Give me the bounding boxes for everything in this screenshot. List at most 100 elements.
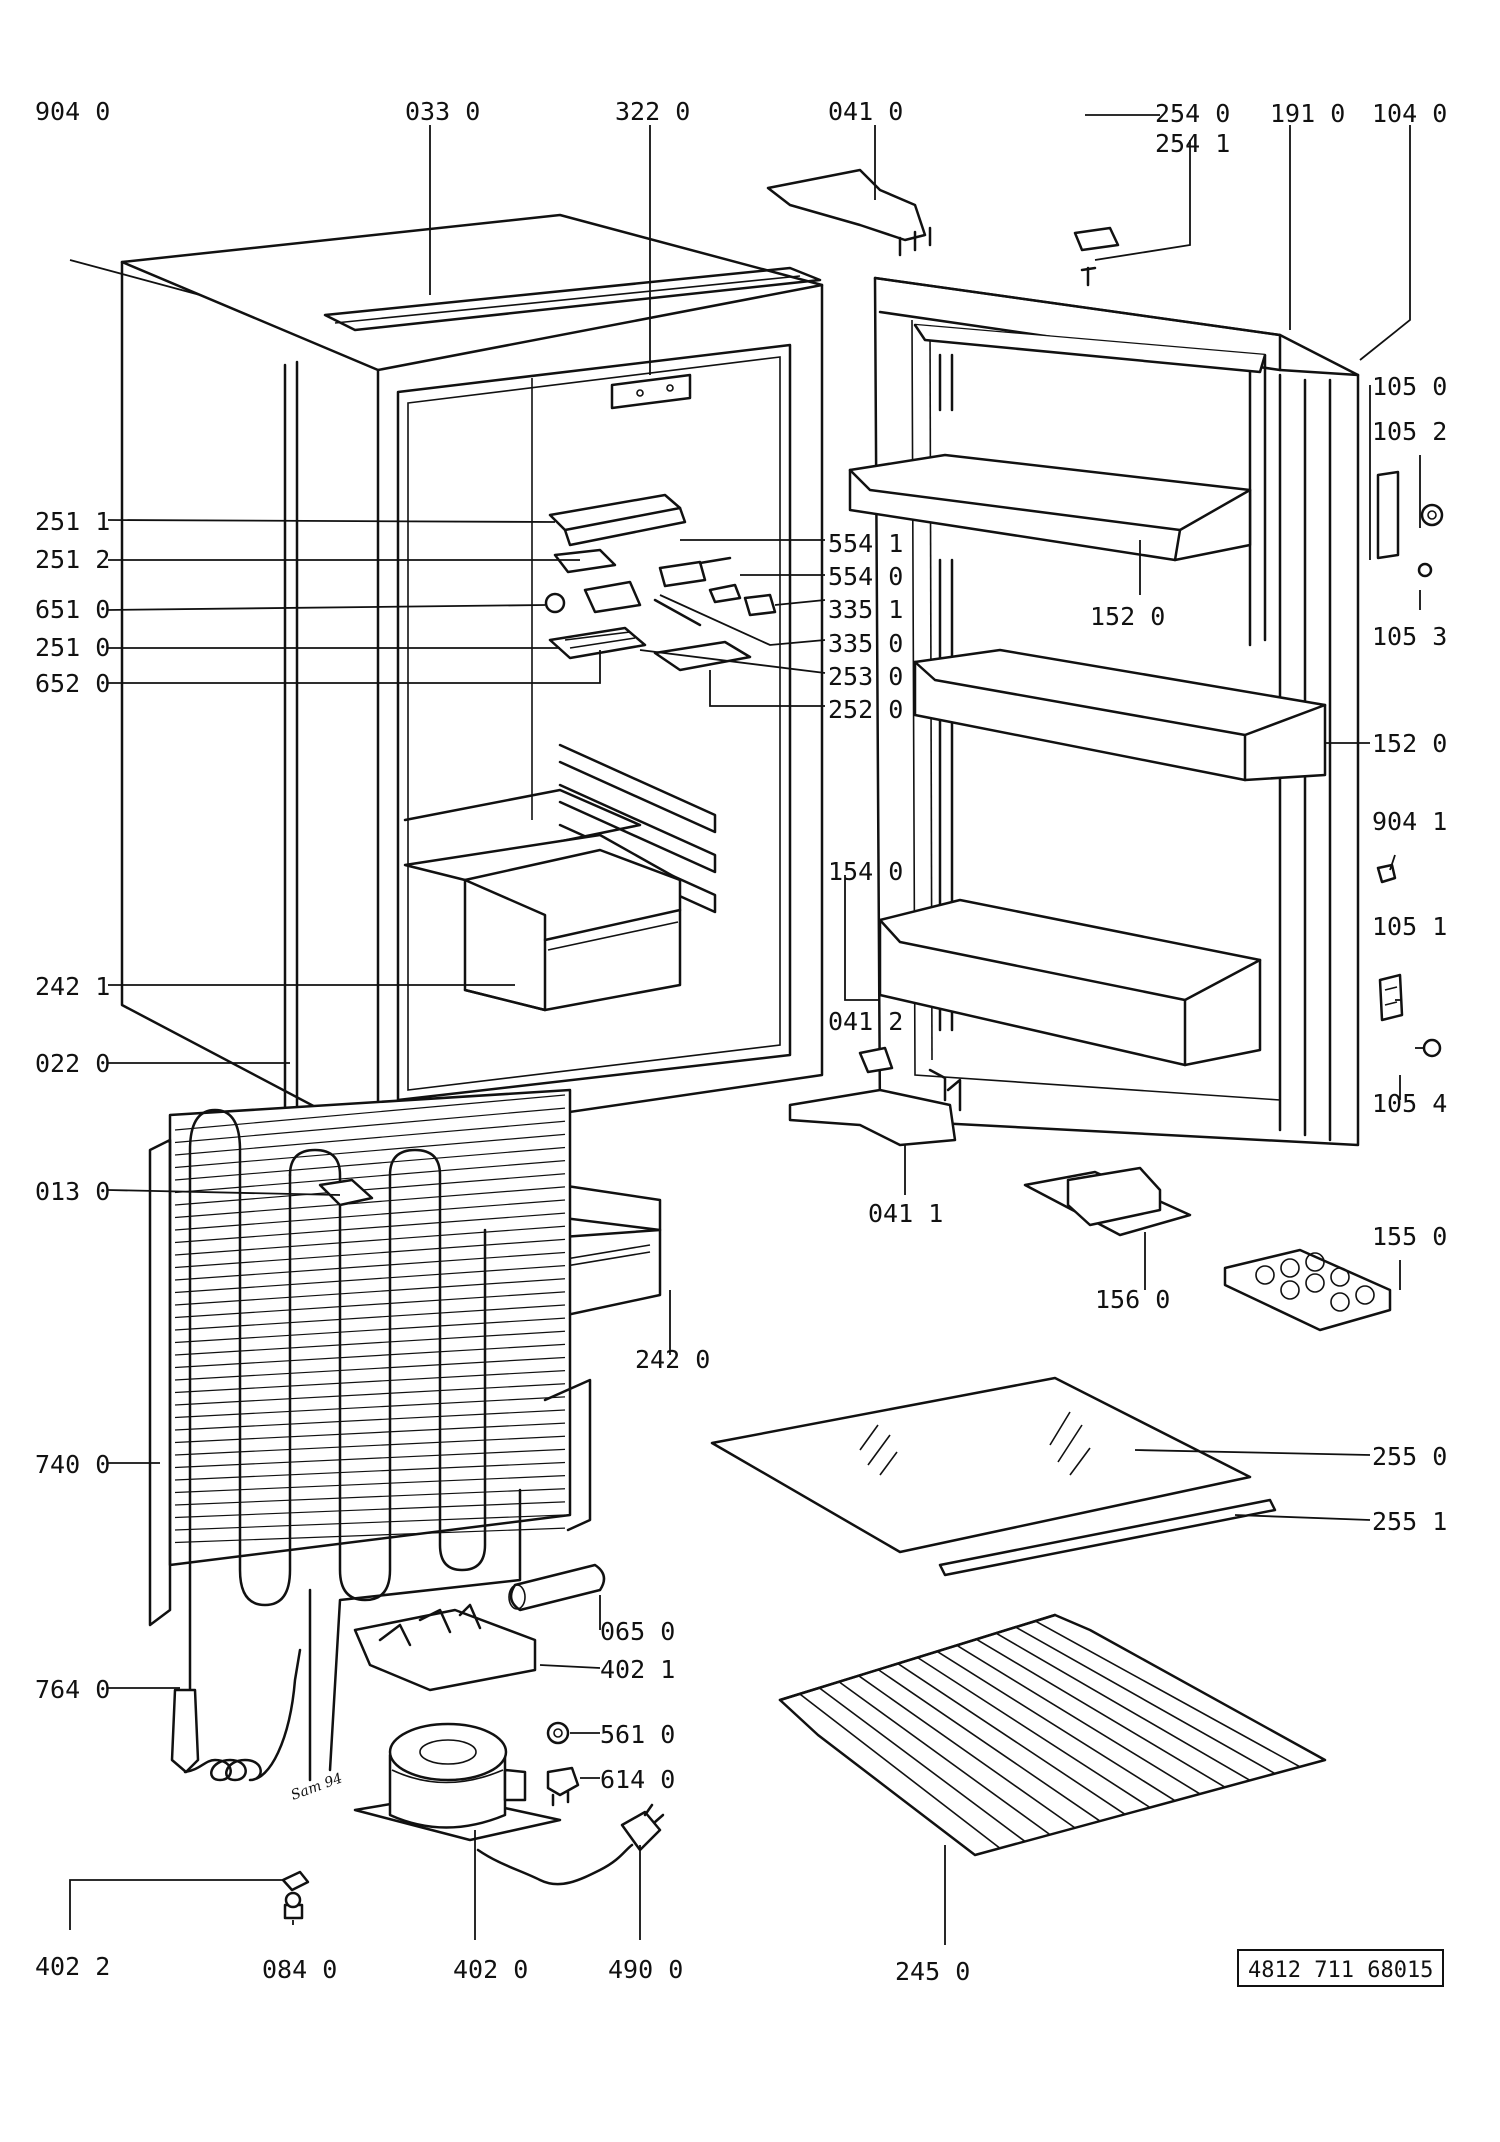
butter-dish [1023, 1166, 1192, 1237]
label-156-0: 156 0 [1095, 1285, 1170, 1314]
handle-254 [1073, 226, 1120, 287]
hinge-041-0 [766, 168, 932, 257]
leader-lines [69, 114, 1425, 1945]
label-084-0: 084 0 [262, 1955, 337, 1984]
label-255-1: 255 1 [1372, 1507, 1447, 1536]
compressor-bracket [353, 1603, 537, 1692]
label-242-1: 242 1 [35, 972, 110, 1001]
part-904-1 [1376, 863, 1397, 884]
side-pipe [283, 360, 299, 1167]
wire-shelf-bar [897, 1662, 1126, 1815]
wire-shelf-bar [1015, 1626, 1276, 1775]
label-065-0: 065 0 [600, 1617, 675, 1646]
label-554-0: 554 0 [828, 562, 903, 591]
label-022-0: 022 0 [35, 1049, 110, 1078]
label-255-0: 255 0 [1372, 1442, 1447, 1471]
label-105-1: 105 1 [1372, 912, 1447, 941]
wire-shelf-bar [995, 1632, 1251, 1782]
label-740-0: 740 0 [35, 1450, 110, 1479]
wire-shelf-bar [818, 1687, 1026, 1843]
label-490-0: 490 0 [608, 1955, 683, 1984]
compressor [353, 1722, 562, 1842]
wire-shelf-bar [838, 1681, 1051, 1836]
relay-614 [546, 1766, 580, 1807]
label-041-2: 041 2 [828, 1007, 903, 1036]
condenser-coil [188, 1108, 522, 1782]
drier-filter [170, 1648, 302, 1782]
power-cord [476, 1803, 665, 1886]
label-041-1: 041 1 [868, 1199, 943, 1228]
small-clip-402-2 [281, 1870, 310, 1892]
label-254-1: 254 1 [1155, 129, 1230, 158]
label-402-2: 402 2 [35, 1952, 110, 1981]
label-033-0: 033 0 [405, 97, 480, 126]
label-104-0: 104 0 [1372, 99, 1447, 128]
label-253-0: 253 0 [828, 662, 903, 691]
label-245-0: 245 0 [895, 1957, 970, 1986]
label-105-0: 105 0 [1372, 372, 1447, 401]
label-561-0: 561 0 [600, 1720, 675, 1749]
label-251-2: 251 2 [35, 545, 110, 574]
hinge-clip-041-2 [858, 1046, 894, 1074]
wire-shelf-bar [917, 1656, 1151, 1809]
label-105-3: 105 3 [1372, 622, 1447, 651]
label-402-0: 402 0 [453, 1955, 528, 1984]
part-105-4 [1422, 1038, 1442, 1058]
glass-shelf [710, 1376, 1252, 1554]
label-614-0: 614 0 [600, 1765, 675, 1794]
signature: Sam 94 [289, 1770, 345, 1803]
mounting-plate [318, 1178, 374, 1207]
handle-bracket-105-2 [1376, 470, 1444, 578]
wire-shelf-bar [1034, 1620, 1301, 1768]
label-154-0: 154 0 [828, 857, 903, 886]
label-041-0: 041 0 [828, 97, 903, 126]
part-labels: 904 0 033 0 322 0 041 0 254 0 254 1 191 … [35, 97, 1447, 1986]
wire-shelf-bar [799, 1693, 1001, 1849]
compressor-tube-065 [508, 1563, 606, 1612]
condenser-grille [148, 1088, 592, 1627]
label-013-0: 013 0 [35, 1177, 110, 1206]
label-652-0: 652 0 [35, 669, 110, 698]
grommet-561 [546, 1721, 570, 1745]
foot-084 [283, 1891, 304, 1920]
label-651-0: 651 0 [35, 595, 110, 624]
condenser-wire [174, 1094, 566, 1131]
label-155-0: 155 0 [1372, 1222, 1447, 1251]
label-191-0: 191 0 [1270, 99, 1345, 128]
label-152-0-upper: 152 0 [1090, 602, 1165, 631]
label-335-1: 335 1 [828, 595, 903, 624]
shelf-strip [938, 1498, 1277, 1577]
label-554-1: 554 1 [828, 529, 903, 558]
wire-shelf-bar [877, 1668, 1101, 1822]
wire-shelf-bar [936, 1650, 1176, 1802]
door-shelf-152-lower [913, 648, 1327, 782]
label-251-0: 251 0 [35, 633, 110, 662]
door-shelf-152-upper [848, 453, 1252, 562]
hinge-041-1 [788, 1068, 962, 1147]
label-252-0: 252 0 [828, 695, 903, 724]
doc-number-box: 4812 711 68015 [1237, 1949, 1444, 1987]
label-335-0: 335 0 [828, 629, 903, 658]
label-251-1: 251 1 [35, 507, 110, 536]
door-rack-dots [938, 353, 954, 1032]
doc-number: 4812 711 68015 [1248, 1958, 1433, 1983]
wire-shelf-bars [799, 1620, 1301, 1849]
egg-tray [1223, 1248, 1392, 1332]
label-254-0: 254 0 [1155, 99, 1230, 128]
label-242-0: 242 0 [635, 1345, 710, 1374]
door-shelf-154 [878, 898, 1262, 1067]
label-152-0-lower: 152 0 [1372, 729, 1447, 758]
label-764-0: 764 0 [35, 1675, 110, 1704]
part-105-1 [1378, 973, 1404, 1022]
label-904-0: 904 0 [35, 97, 110, 126]
wire-shelf-bar [858, 1675, 1076, 1829]
label-904-1: 904 1 [1372, 807, 1447, 836]
label-105-2: 105 2 [1372, 417, 1447, 446]
label-105-4: 105 4 [1372, 1089, 1447, 1118]
label-322-0: 322 0 [615, 97, 690, 126]
label-402-1: 402 1 [600, 1655, 675, 1684]
wire-shelf-bar [956, 1644, 1201, 1795]
wire-shelf-bar [976, 1638, 1226, 1788]
